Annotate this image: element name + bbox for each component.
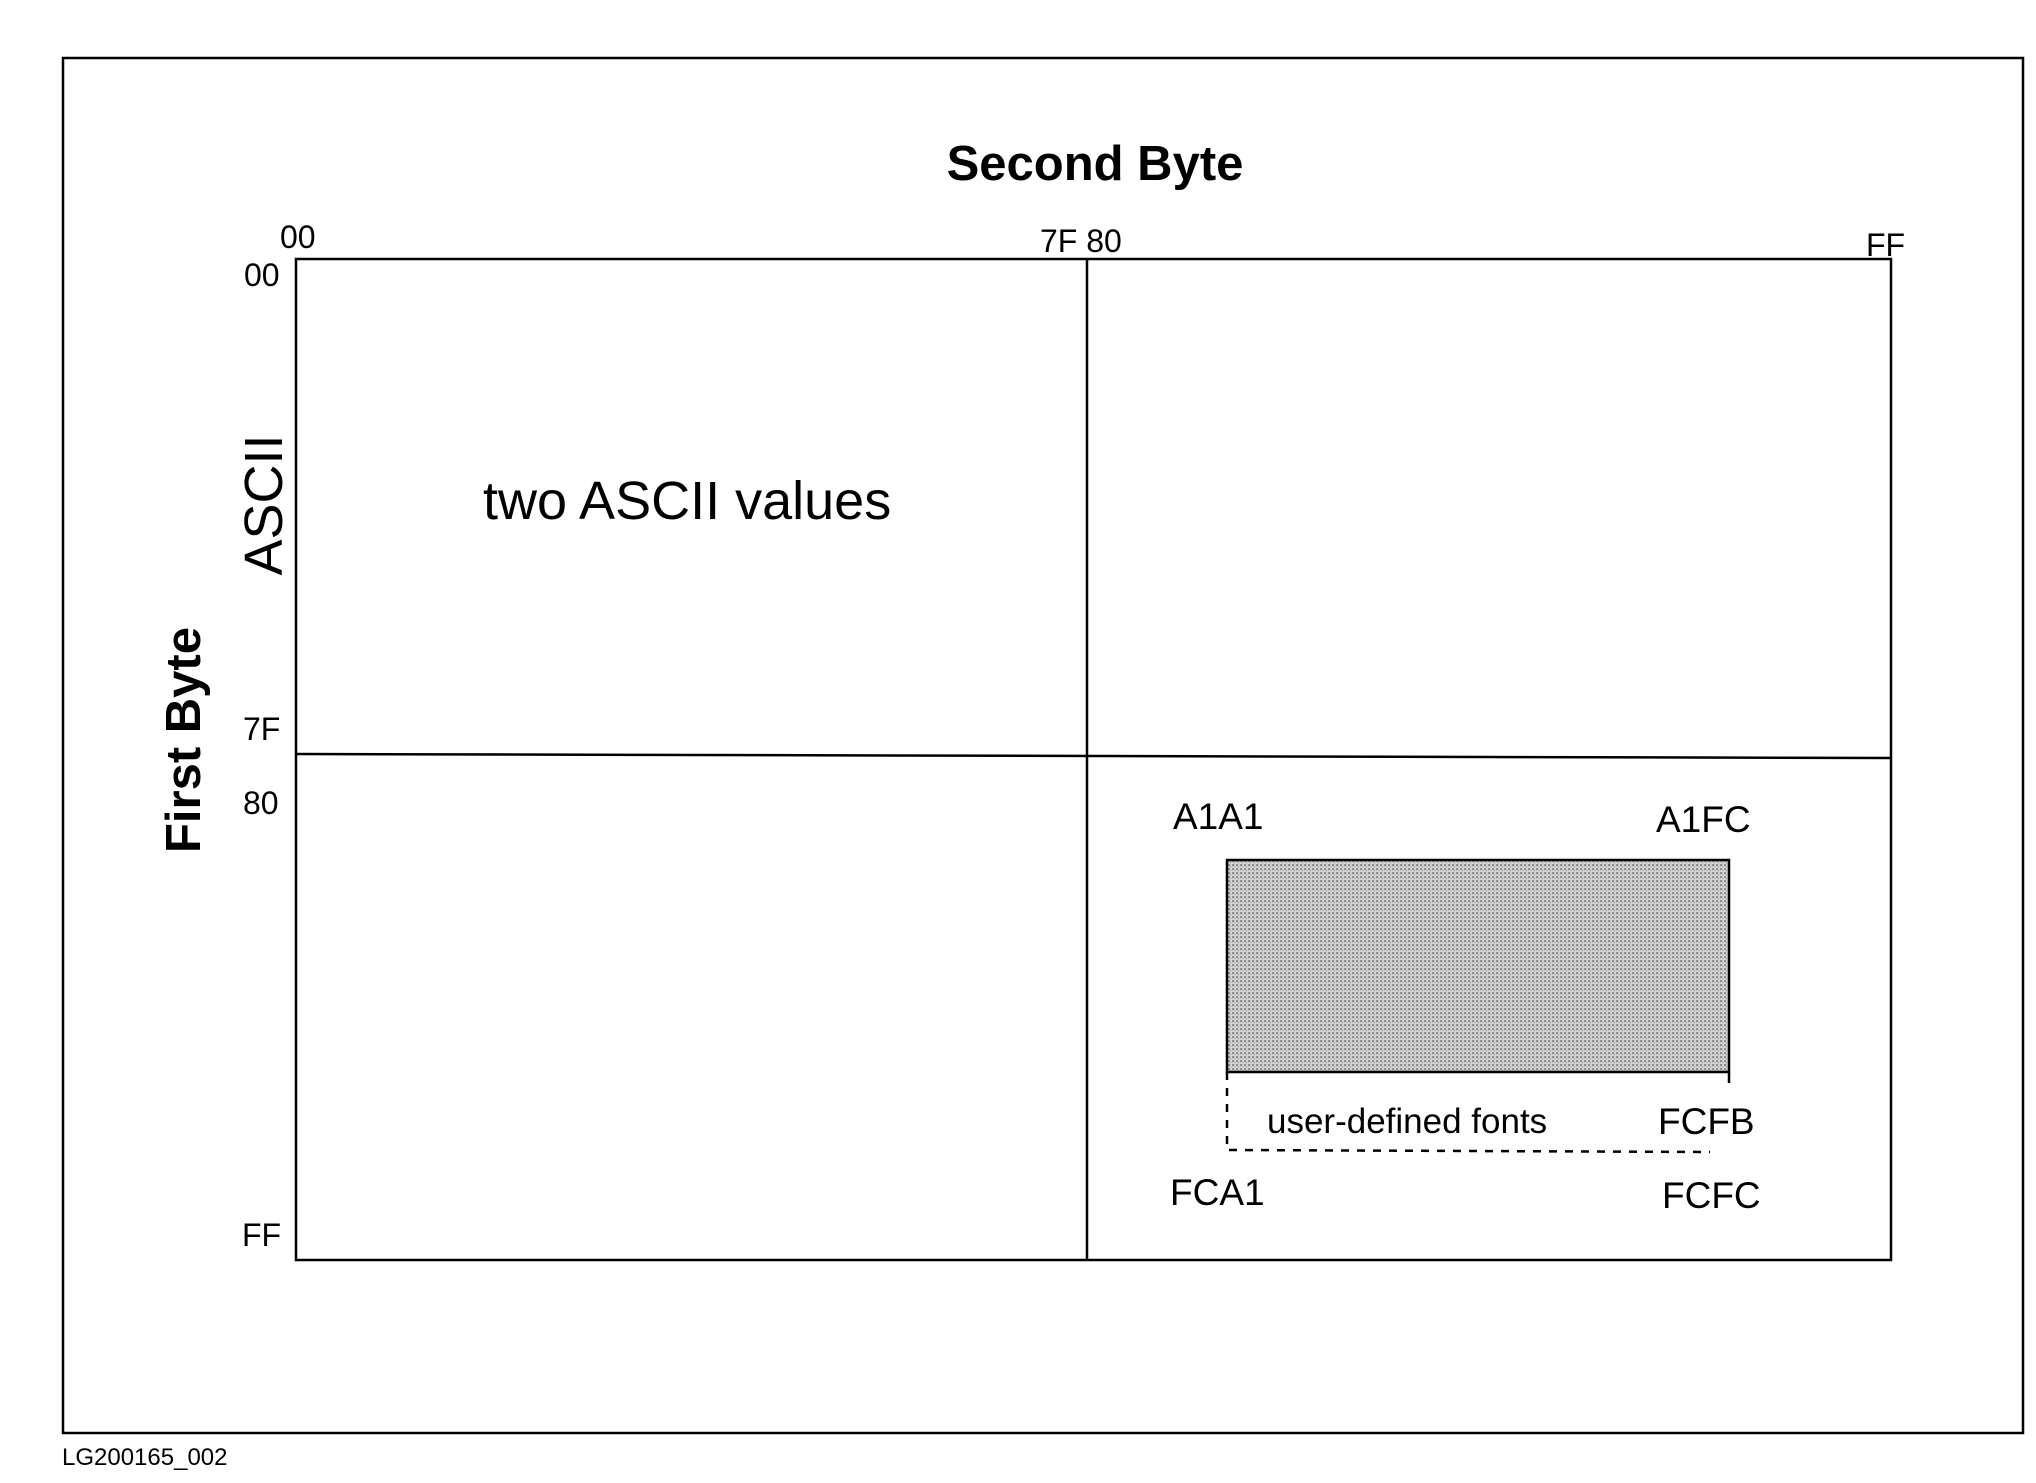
corner-label-a1fc: A1FC (1656, 799, 1751, 840)
first-byte-title: First Byte (157, 627, 211, 853)
byte-grid-box (294, 257, 1893, 1262)
col-label-7f-80: 7F 80 (1040, 223, 1122, 259)
outer-frame (61, 56, 2025, 1435)
horizontal-divider-7f-80 (295, 752, 1892, 760)
ascii-side-label: ASCII (234, 434, 294, 575)
corner-label-fca1: FCA1 (1170, 1172, 1265, 1213)
user-defined-fonts-label: user-defined fonts (1267, 1102, 1547, 1141)
row-label-7f: 7F (243, 711, 280, 747)
corner-label-a1a1: A1A1 (1173, 796, 1264, 837)
row-label-00: 00 (244, 257, 280, 293)
ascii-region-text: two ASCII values (483, 471, 891, 531)
col-label-00: 00 (280, 219, 316, 255)
figure-id: LG200165_002 (62, 1444, 228, 1471)
row-label-80: 80 (243, 785, 279, 821)
second-byte-title: Second Byte (947, 137, 1244, 191)
corner-label-fcfc: FCFC (1662, 1175, 1761, 1216)
user-defined-dashed-bracket (1225, 1072, 1711, 1154)
col-label-ff: FF (1866, 227, 1905, 263)
row-label-ff: FF (242, 1217, 281, 1253)
user-defined-region (1225, 858, 1731, 1074)
corner-label-fcfb: FCFB (1658, 1101, 1755, 1142)
